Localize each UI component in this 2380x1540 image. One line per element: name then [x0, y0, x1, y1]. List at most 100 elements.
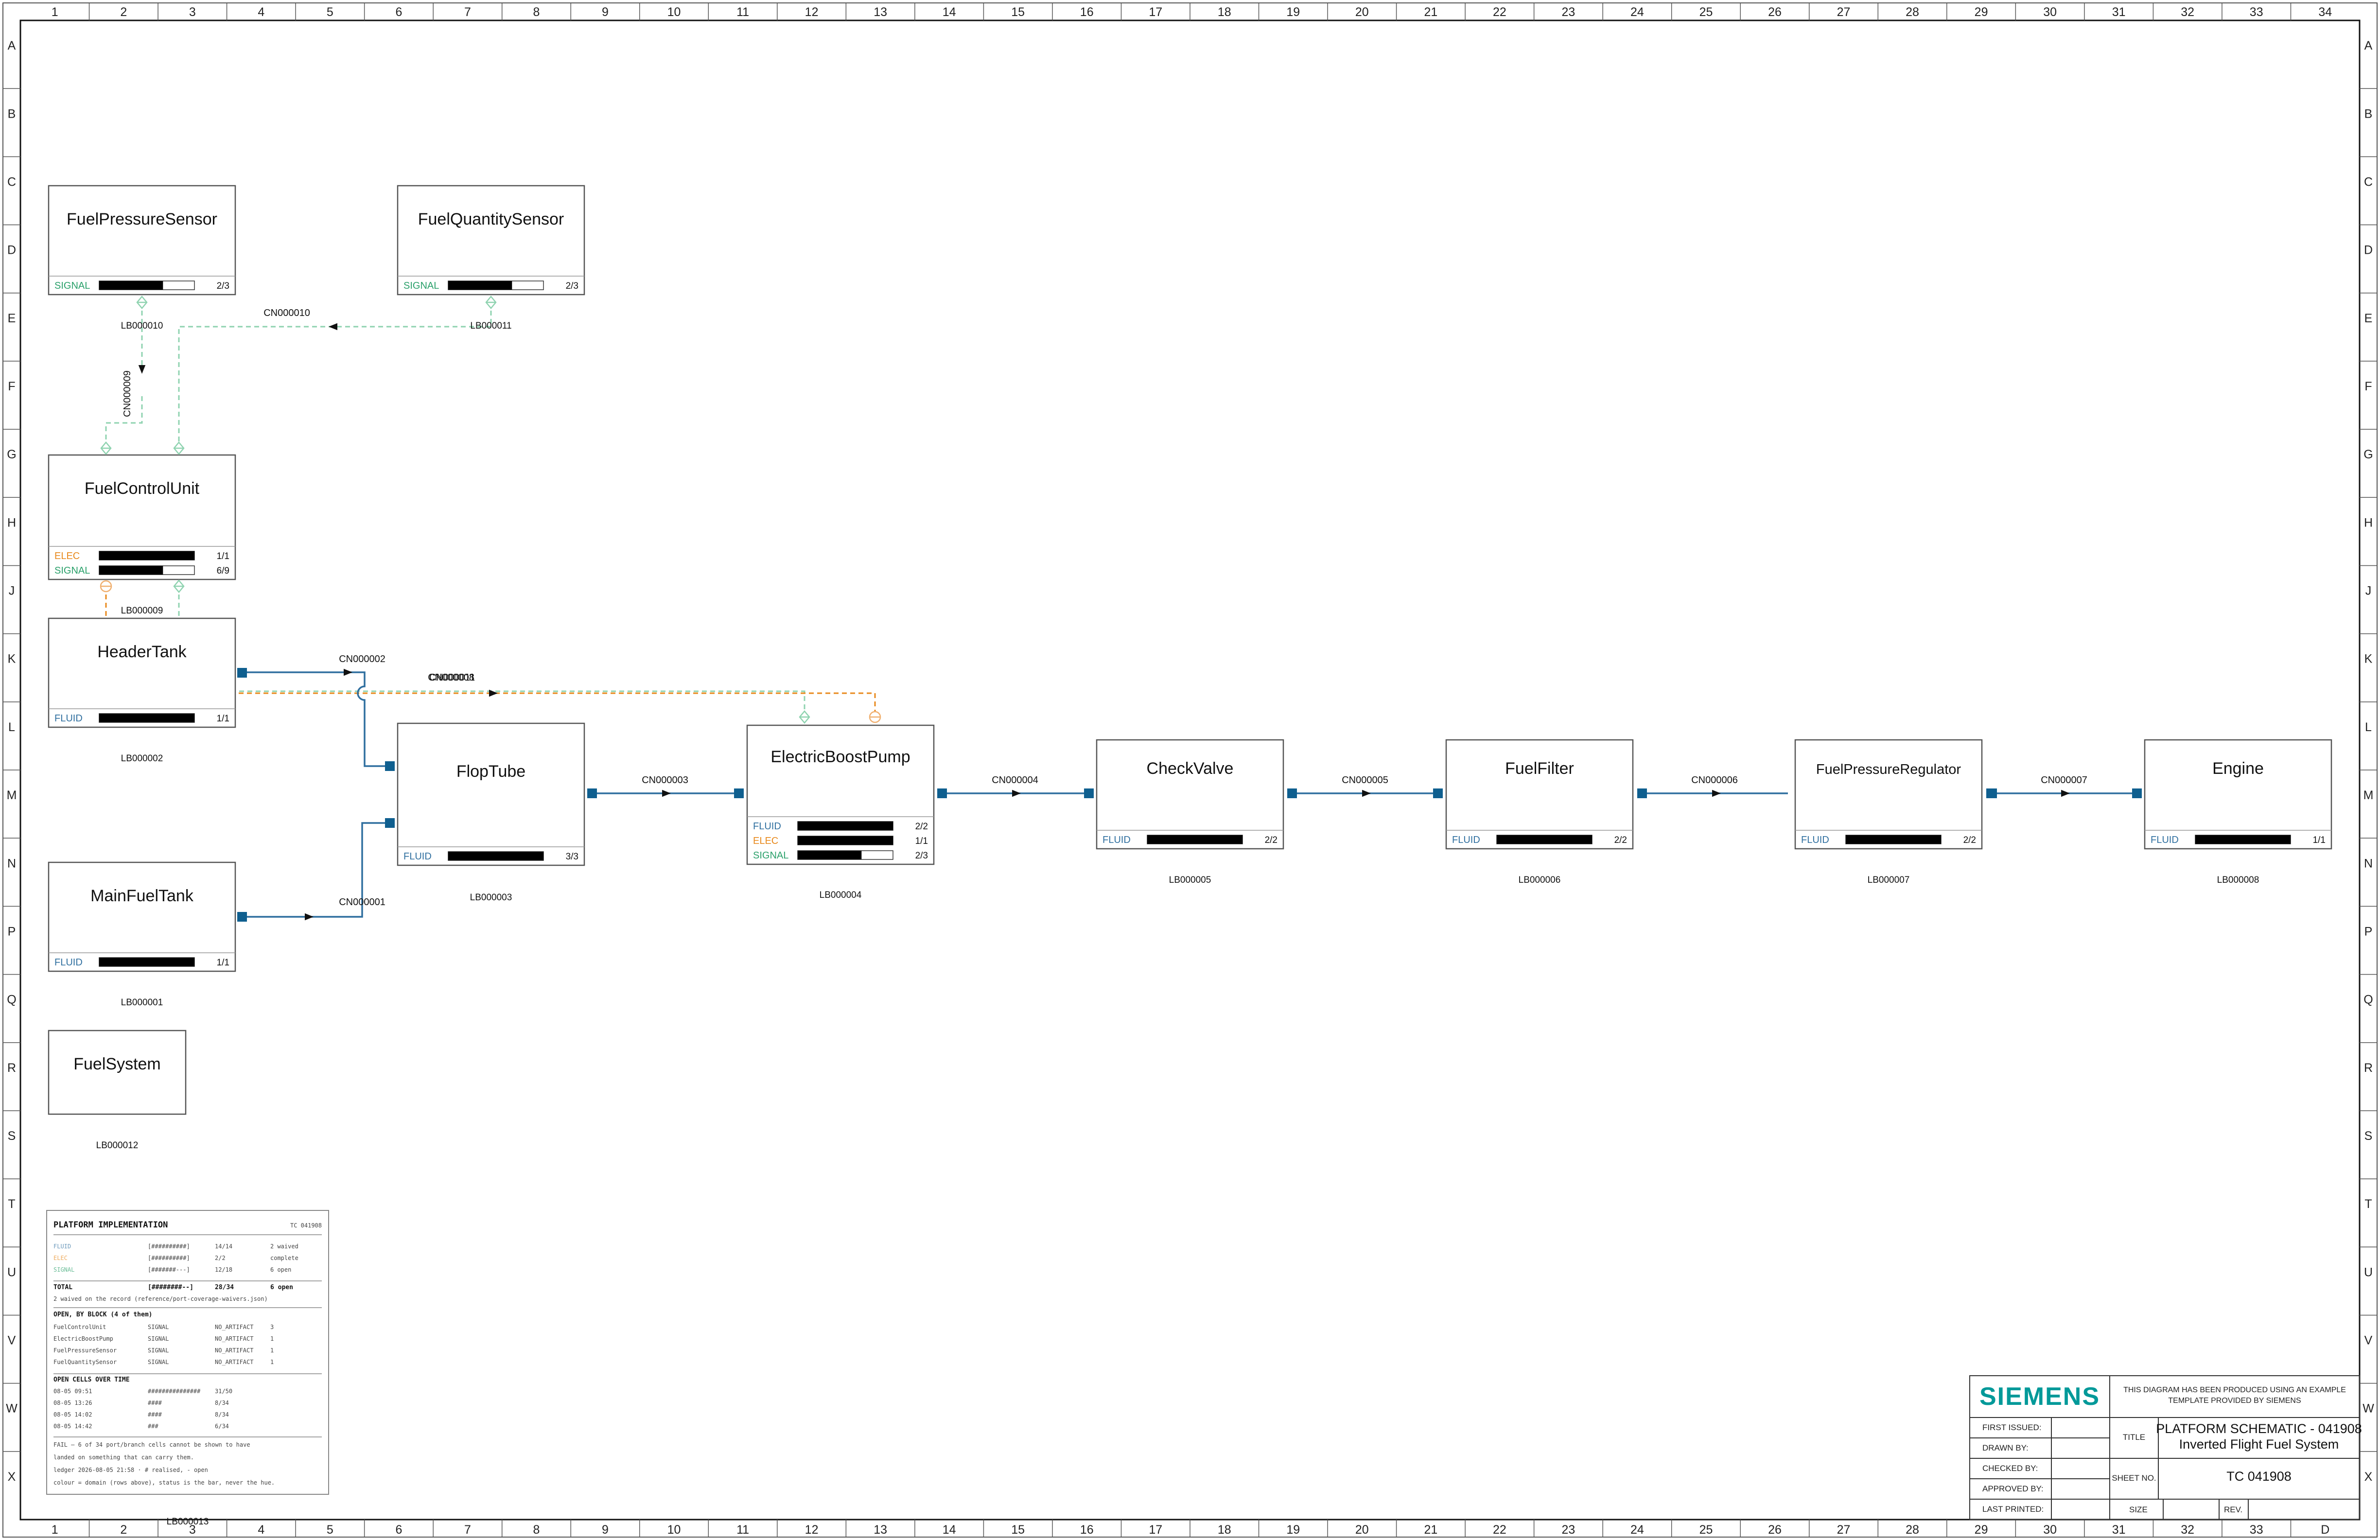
- fps-signal-port[interactable]: [136, 296, 148, 309]
- grid-row-right-A: A: [2364, 39, 2373, 52]
- fcu-signal-in-a-port[interactable]: [100, 441, 112, 455]
- coverage-bar-fill: [448, 852, 543, 860]
- fuelfilter-in-port[interactable]: [1433, 788, 1443, 798]
- grid-col-bottom-10: 10: [667, 1523, 681, 1537]
- grid-row-left-W: W: [6, 1402, 18, 1416]
- panel-domain-name: SIGNAL: [53, 1266, 74, 1273]
- time-row-time: 08-05 14:42: [53, 1423, 92, 1430]
- open-block-name: ElectricBoostPump: [53, 1335, 113, 1342]
- grid-col-top-19: 19: [1286, 5, 1300, 19]
- boostpump-in-port[interactable]: [734, 788, 744, 798]
- floptube-out-port[interactable]: [587, 788, 597, 798]
- block-id: LB000012: [96, 1140, 139, 1151]
- cn000011-label: CN000011: [429, 672, 475, 683]
- grid-col-top-22: 22: [1493, 5, 1506, 19]
- grid-col-top-12: 12: [805, 5, 819, 19]
- open-block-reason: NO_ARTIFACT: [215, 1324, 253, 1330]
- coverage-count: 1/1: [2313, 835, 2326, 845]
- block-id: LB000004: [820, 890, 862, 900]
- grid-row-right-V: V: [2364, 1334, 2373, 1348]
- fcu-signal-out-port[interactable]: [173, 579, 185, 593]
- grid-col-bottom-33: 33: [2250, 1523, 2263, 1537]
- grid-row-right-K: K: [2364, 652, 2373, 666]
- panel-total-count: 28/34: [215, 1284, 234, 1291]
- grid-row-right-E: E: [2364, 312, 2373, 325]
- fcu-signal-in-b-port[interactable]: [173, 441, 185, 455]
- title-label: TITLE: [2123, 1433, 2145, 1442]
- approved-by-label: APPROVED BY:: [1982, 1484, 2044, 1493]
- headertank-out-port[interactable]: [237, 668, 247, 678]
- cn000008-label: CN000008: [428, 672, 474, 683]
- checkvalve-in-port[interactable]: [1084, 788, 1094, 798]
- cn000003-label: CN000003: [642, 775, 688, 786]
- grid-col-top-34: 34: [2318, 5, 2332, 19]
- fluid-ports: [237, 668, 2142, 922]
- grid-col-bottom-17: 17: [1149, 1523, 1162, 1537]
- grid-col-top-28: 28: [1906, 5, 1919, 19]
- cn000004-label: CN000004: [992, 775, 1038, 786]
- grid-row-right-N: N: [2364, 857, 2373, 870]
- boostpump-elec-port[interactable]: [869, 711, 881, 723]
- floptube-in-lower-port[interactable]: [385, 818, 395, 828]
- coverage-bar-fill: [99, 958, 194, 966]
- regulator-out-port[interactable]: [1987, 788, 1997, 798]
- block-frame: [48, 861, 236, 972]
- fcu-elec-port[interactable]: [100, 580, 112, 593]
- coverage-count: 3/3: [566, 852, 578, 862]
- coverage-bar-fill: [2195, 835, 2291, 844]
- coverage-count: 1/1: [217, 958, 229, 968]
- grid-row-right-R: R: [2364, 1061, 2373, 1075]
- block-name: ElectricBoostPump: [770, 748, 910, 766]
- open-block-count: 1: [270, 1347, 274, 1354]
- block-frame: [1096, 739, 1284, 850]
- time-row-value: 8/34: [215, 1411, 229, 1418]
- grid-col-bottom-6: 6: [395, 1523, 402, 1537]
- time-row-value: 6/34: [215, 1423, 229, 1430]
- coverage-count: 2/2: [1614, 835, 1627, 845]
- cn000007-label: CN000007: [2041, 775, 2087, 786]
- fuelfilter-out-port[interactable]: [1637, 788, 1647, 798]
- coverage-count: 2/2: [915, 822, 928, 832]
- mainfueltank-out-port[interactable]: [237, 912, 247, 922]
- fqs-signal-port[interactable]: [485, 296, 497, 309]
- panel-domain-note: 2 waived: [270, 1243, 298, 1250]
- coverage-count: 2/2: [1265, 835, 1278, 845]
- coverage-count: 2/2: [1963, 835, 1976, 845]
- sheet-no-label: SHEET NO.: [2112, 1473, 2156, 1483]
- checkvalve-out-port[interactable]: [1287, 788, 1297, 798]
- grid-col-top-20: 20: [1355, 5, 1369, 19]
- boostpump-out-port[interactable]: [937, 788, 947, 798]
- grid-row-left-E: E: [8, 312, 16, 325]
- grid-col-bottom-12: 12: [805, 1523, 819, 1537]
- domain-label-fluid: FLUID: [1452, 835, 1480, 845]
- panel-domain-count: 12/18: [215, 1266, 232, 1273]
- block-frame: [48, 617, 236, 728]
- grid-col-top-17: 17: [1149, 5, 1162, 19]
- engine-in-port[interactable]: [2132, 788, 2142, 798]
- grid-col-top-18: 18: [1218, 5, 1231, 19]
- panel-domain-bar: [##########]: [148, 1255, 190, 1261]
- block-name: MainFuelTank: [90, 887, 194, 905]
- grid-col-bottom-23: 23: [1562, 1523, 1575, 1537]
- open-block-domain: SIGNAL: [148, 1335, 169, 1342]
- floptube-in-upper-port[interactable]: [385, 761, 395, 771]
- cn000005-label: CN000005: [1342, 775, 1388, 786]
- coverage-count: 2/3: [915, 851, 928, 861]
- drawn-by-label: DRAWN BY:: [1982, 1443, 2029, 1452]
- boostpump-signal-port[interactable]: [799, 710, 810, 724]
- size-label: SIZE: [2129, 1505, 2148, 1514]
